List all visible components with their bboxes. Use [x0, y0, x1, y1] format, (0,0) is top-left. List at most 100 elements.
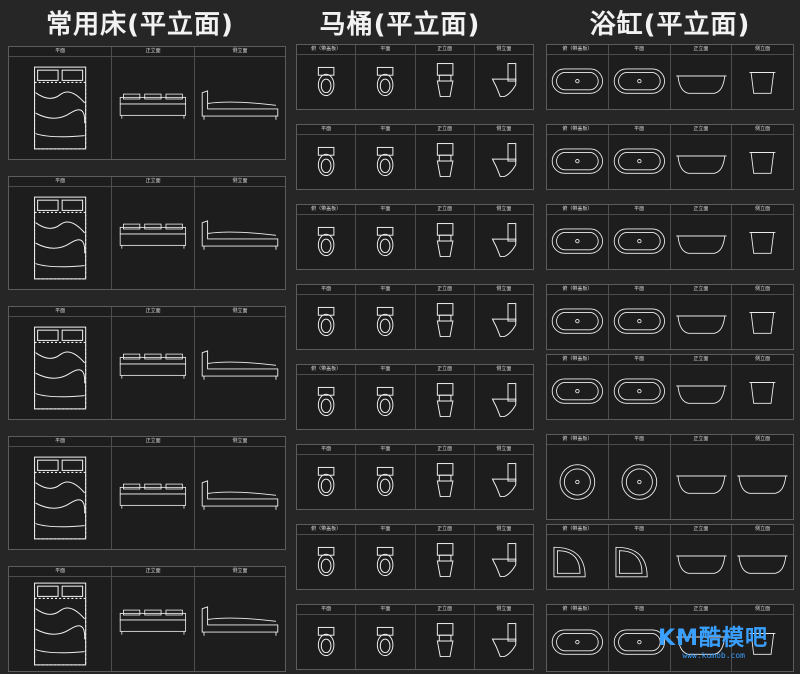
toilet-6-sheet: 平面 平面 正立面 侧立面: [296, 444, 534, 510]
cell-header: 平面: [608, 45, 670, 55]
bathtub-2-cell: 侧立面: [732, 125, 793, 189]
bed-2-cell: 正立面: [112, 177, 196, 289]
toilet-front-drawing: [436, 223, 453, 258]
bathtub-plan-drawing: [613, 68, 665, 94]
bathtub-8-cell: 正立面: [670, 605, 733, 671]
toilet-5-cell: 俯（带盖板）: [297, 365, 357, 429]
bathtub-5-sheet: 俯（带盖板） 平面 正立面 侧立面: [546, 354, 794, 420]
watermark-url: www.kumob.com: [682, 651, 745, 660]
cell-header: 正立面: [415, 605, 474, 615]
bathtub-1-cell: 俯（带盖板）: [547, 45, 609, 109]
bathtub-4-sheet: 俯（带盖板） 平面 正立面 侧立面: [546, 284, 794, 350]
bed-plan-drawing: [34, 582, 87, 666]
bed-front-drawing: [120, 223, 187, 249]
cell-header: 正立面: [415, 45, 474, 55]
bed-1-cell: 平面: [9, 47, 113, 159]
bathtub-7-cell: 侧立面: [732, 525, 793, 589]
cell-header: 平面: [608, 285, 670, 295]
toilet-4-cell: 平面: [297, 285, 357, 349]
bathtub-side-drawing: [749, 382, 776, 404]
cell-header: 正立面: [670, 355, 732, 365]
bathtub-plan-drawing: [613, 308, 665, 334]
bathtub-front-drawing: [675, 385, 727, 404]
bathtub-5-cell: 俯（带盖板）: [547, 355, 609, 419]
toilet-2-cell: 平面: [297, 125, 357, 189]
cell-header: 侧立面: [732, 45, 793, 55]
cell-header: 正立面: [112, 307, 195, 317]
bathtub-plan-drawing: [613, 629, 665, 655]
toilet-front-drawing: [436, 143, 453, 178]
toilet-side-drawing: [491, 463, 517, 498]
cell-header: 侧立面: [474, 525, 533, 535]
toilet-2-cell: 正立面: [415, 125, 475, 189]
toilet-1-sheet: 俯（带盖板） 平面 正立面 侧立面: [296, 44, 534, 110]
cell-header: 侧立面: [732, 285, 793, 295]
cell-header: 俯（带盖板）: [547, 125, 608, 135]
toilet-5-cell: 正立面: [415, 365, 475, 429]
toilet-4-cell: 正立面: [415, 285, 475, 349]
bathtub-8-cell: 平面: [608, 605, 671, 671]
bathtub-front-drawing: [675, 636, 727, 655]
cell-header: 正立面: [670, 605, 732, 615]
bed-3-cell: 侧立面: [195, 307, 285, 419]
corner-bathtub-drawing: [553, 546, 586, 578]
bathtub-side-drawing: [749, 633, 776, 655]
cell-header: 俯（带盖板）: [547, 285, 608, 295]
bathtub-8-sheet: 俯（带盖板） 平面 正立面 侧立面: [546, 604, 794, 672]
bathtub-3-cell: 侧立面: [732, 205, 793, 269]
bathtub-front-drawing: [675, 475, 727, 494]
bathtub-front-drawing: [675, 75, 727, 94]
bathtub-3-cell: 平面: [608, 205, 671, 269]
bathtub-4-cell: 俯（带盖板）: [547, 285, 609, 349]
cell-header: 平面: [297, 285, 356, 295]
toilet-plan-drawing: [377, 386, 394, 417]
cell-header: 正立面: [415, 445, 474, 455]
toilet-4-sheet: 平面 平面 正立面 侧立面: [296, 284, 534, 350]
toilet-plan-drawing: [317, 306, 335, 337]
cell-header: 平面: [608, 205, 670, 215]
cell-header: 平面: [608, 605, 670, 615]
cell-header: 平面: [356, 125, 415, 135]
bed-3-cell: 平面: [9, 307, 113, 419]
bed-front-drawing: [120, 93, 187, 119]
bed-side-drawing: [201, 220, 279, 250]
cell-header: 侧立面: [732, 125, 793, 135]
bed-2-sheet: 平面 正立面 侧立面: [8, 176, 286, 290]
cell-header: 侧立面: [732, 525, 793, 535]
bathtub-plan-drawing: [551, 148, 603, 174]
cell-header: 正立面: [670, 205, 732, 215]
round-bathtub-drawing: [621, 464, 657, 500]
toilet-plan-drawing: [377, 226, 394, 257]
toilet-front-drawing: [436, 383, 453, 418]
toilet-6-cell: 侧立面: [474, 445, 533, 509]
cell-header: 正立面: [112, 437, 195, 447]
cell-header: 平面: [356, 205, 415, 215]
bathtub-side-drawing: [749, 232, 776, 254]
bathtub-plan-drawing: [613, 148, 665, 174]
toilet-1-cell: 平面: [356, 45, 416, 109]
bathtub-6-cell: 俯（带盖板）: [547, 435, 609, 519]
toilet-8-sheet: 平面 平面 正立面 侧立面: [296, 604, 534, 670]
bathtub-7-cell: 正立面: [670, 525, 733, 589]
bed-plan-drawing: [34, 326, 87, 410]
bed-plan-drawing: [34, 66, 87, 150]
toilet-front-drawing: [436, 63, 453, 98]
bathtub-6-cell: 平面: [608, 435, 671, 519]
cell-header: 平面: [9, 47, 112, 57]
toilet-plan-drawing: [317, 386, 335, 417]
bathtub-plan-drawing: [613, 228, 665, 254]
toilet-6-cell: 平面: [356, 445, 416, 509]
bathtub-side-drawing: [749, 72, 776, 94]
cell-header: 侧立面: [195, 177, 285, 187]
toilet-side-drawing: [491, 623, 517, 658]
cell-header: 侧立面: [732, 355, 793, 365]
bathtub-front-drawing: [675, 235, 727, 254]
bathtub-2-cell: 俯（带盖板）: [547, 125, 609, 189]
bathtub-7-cell: 俯（带盖板）: [547, 525, 609, 589]
toilet-plan-drawing: [377, 546, 394, 577]
cell-header: 平面: [356, 285, 415, 295]
bathtub-1-cell: 侧立面: [732, 45, 793, 109]
cell-header: 正立面: [112, 567, 195, 577]
cell-header: 俯（带盖板）: [297, 205, 356, 215]
toilet-6-cell: 正立面: [415, 445, 475, 509]
